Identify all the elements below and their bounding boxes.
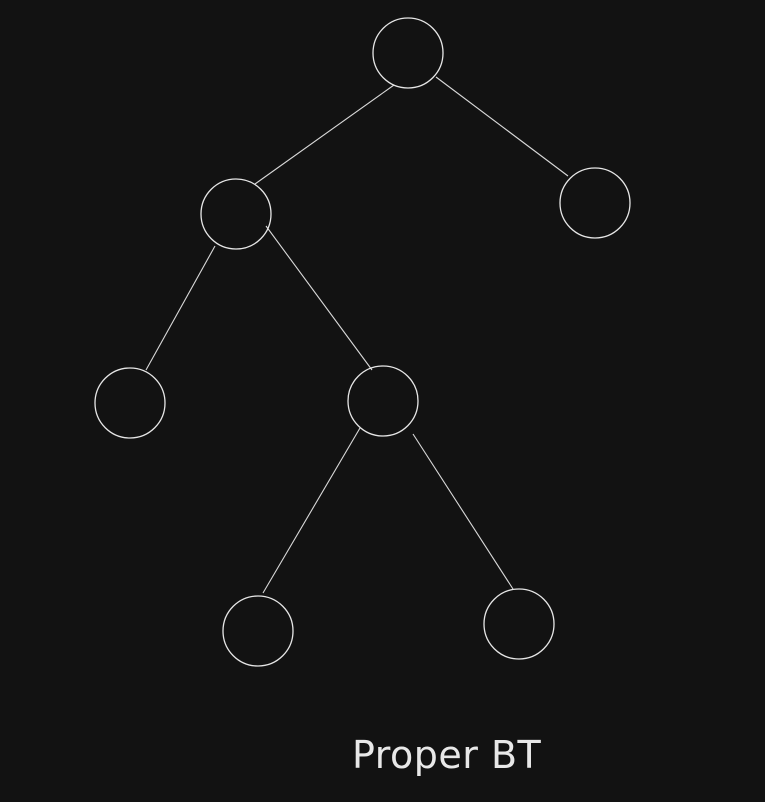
tree-node-left-right-left bbox=[222, 595, 294, 667]
tree-node-right bbox=[559, 167, 631, 239]
edge-root-right bbox=[435, 76, 569, 177]
tree-node-left bbox=[200, 178, 272, 250]
tree-node-root bbox=[372, 17, 444, 89]
edge-left-left-left bbox=[145, 245, 216, 371]
edge-left-right-left-right-left bbox=[262, 427, 361, 594]
tree-node-left-right bbox=[347, 365, 419, 437]
tree-node-left-left bbox=[94, 367, 166, 439]
edge-left-right-left-right-right bbox=[412, 433, 514, 590]
edge-root-left bbox=[254, 84, 395, 185]
diagram-caption: Proper BT bbox=[352, 733, 542, 777]
edge-left-left-right bbox=[265, 225, 373, 371]
tree-node-left-right-right bbox=[483, 588, 555, 660]
